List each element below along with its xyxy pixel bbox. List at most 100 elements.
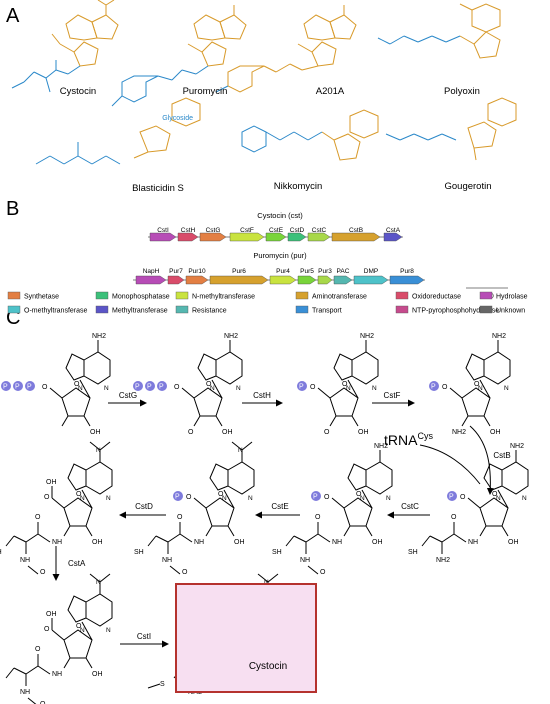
atom-label: NH	[194, 539, 204, 546]
gene-arrow	[269, 275, 297, 285]
gene-arrow	[167, 275, 185, 285]
gene-label: CstG	[206, 227, 221, 234]
atom-label: OH	[46, 611, 57, 618]
legend-label: Synthetase	[24, 294, 59, 301]
atom-label: P	[159, 384, 164, 391]
atom-label: N	[106, 495, 111, 502]
atom-label: NH	[332, 539, 342, 546]
structure-gougerotin	[385, 97, 517, 161]
gene-label: Pur7	[169, 268, 183, 275]
atom-label: N	[522, 495, 527, 502]
atom-label: N	[96, 579, 101, 586]
atom-label: NH	[20, 689, 30, 696]
atom-label: O	[324, 429, 330, 436]
enzyme-label: CstF	[384, 391, 401, 400]
enzyme-label: CstI	[137, 632, 151, 641]
atom-label: NH2	[436, 557, 450, 564]
atom-label: O	[44, 494, 50, 501]
gene-arrow	[317, 275, 333, 285]
atom-label: N	[504, 385, 509, 392]
gene-label: CstA	[386, 227, 401, 234]
atom-label: O	[186, 494, 192, 501]
atom-label: O	[310, 384, 316, 391]
atom-label: O	[320, 569, 326, 576]
phosphate-group	[157, 381, 167, 391]
legend-swatch	[479, 305, 493, 314]
atom-label: OH	[508, 539, 519, 546]
gene-arrow	[149, 232, 177, 242]
atom-label: P	[15, 384, 20, 391]
atom-label: O	[442, 384, 448, 391]
atom-label: O	[174, 384, 180, 391]
compound-name: A201A	[316, 86, 345, 97]
atom-label: NH2	[224, 333, 238, 340]
legend-swatch	[175, 291, 189, 300]
atom-label: NH	[162, 557, 172, 564]
legend-swatch	[7, 291, 21, 300]
panel-label-b: B	[6, 198, 19, 220]
gene-arrow	[199, 232, 227, 242]
atom-label: N	[386, 495, 391, 502]
gene-arrow	[209, 275, 269, 285]
phosphate-group	[1, 381, 11, 391]
atom-label: O	[188, 429, 194, 436]
gene-arrow	[331, 232, 381, 242]
atom-label: O	[218, 491, 224, 498]
atom-label: P	[135, 384, 140, 391]
atom-label: P	[299, 384, 304, 391]
legend-swatch	[95, 305, 109, 314]
legend-label: Transport	[312, 308, 342, 315]
compound-name: Gougerotin	[444, 181, 491, 192]
atom-label: O	[40, 569, 46, 576]
legend-label: Aminotransferase	[312, 294, 367, 301]
atom-label: O	[182, 569, 188, 576]
compound-name: Nikkomycin	[274, 181, 323, 192]
atom-label: NH2	[492, 333, 506, 340]
legend-swatch	[295, 291, 309, 300]
atom-label: O	[342, 381, 348, 388]
atom-label: NH2	[360, 333, 374, 340]
atom-label: NH	[300, 557, 310, 564]
enzyme-label: CstC	[401, 502, 419, 511]
phosphate-group	[25, 381, 35, 391]
atom-label: OH	[490, 429, 501, 436]
gene-label: CstF	[240, 227, 254, 234]
compound-name: Polyoxin	[444, 86, 480, 97]
atom-label: N	[248, 495, 253, 502]
gene-label: CstD	[290, 227, 305, 234]
gene-label: Pur8	[400, 268, 414, 275]
enzyme-label: CstD	[135, 502, 153, 511]
phosphate-group	[145, 381, 155, 391]
legend-label: Monophosphatase	[112, 294, 170, 301]
gene-arrow	[333, 275, 353, 285]
legend-swatch	[175, 305, 189, 314]
legend-swatch	[7, 305, 21, 314]
gene-arrow	[185, 275, 209, 285]
atom-label: N	[264, 579, 269, 586]
atom-label: O	[35, 514, 41, 521]
structure-puromycin	[111, 5, 247, 107]
cystocin-cluster-title: Cystocin (cst)	[257, 211, 303, 220]
gene-arrow	[135, 275, 167, 285]
phosphate-group	[311, 491, 321, 501]
legend-swatch	[395, 305, 409, 314]
atom-label: O	[74, 381, 80, 388]
gene-label: CstH	[181, 227, 196, 234]
structure-blasticidin	[35, 97, 201, 165]
phosphate-group	[447, 491, 457, 501]
atom-label: SH	[272, 549, 282, 556]
atom-label: N	[346, 385, 351, 392]
atom-label: P	[313, 494, 318, 501]
trna-arrow	[419, 444, 481, 485]
legend-label: NTP-pyrophosphohydrolase	[412, 308, 499, 315]
atom-label: NH	[20, 557, 30, 564]
atom-label: O	[324, 494, 330, 501]
legend-label: Methyltransferase	[112, 308, 168, 315]
